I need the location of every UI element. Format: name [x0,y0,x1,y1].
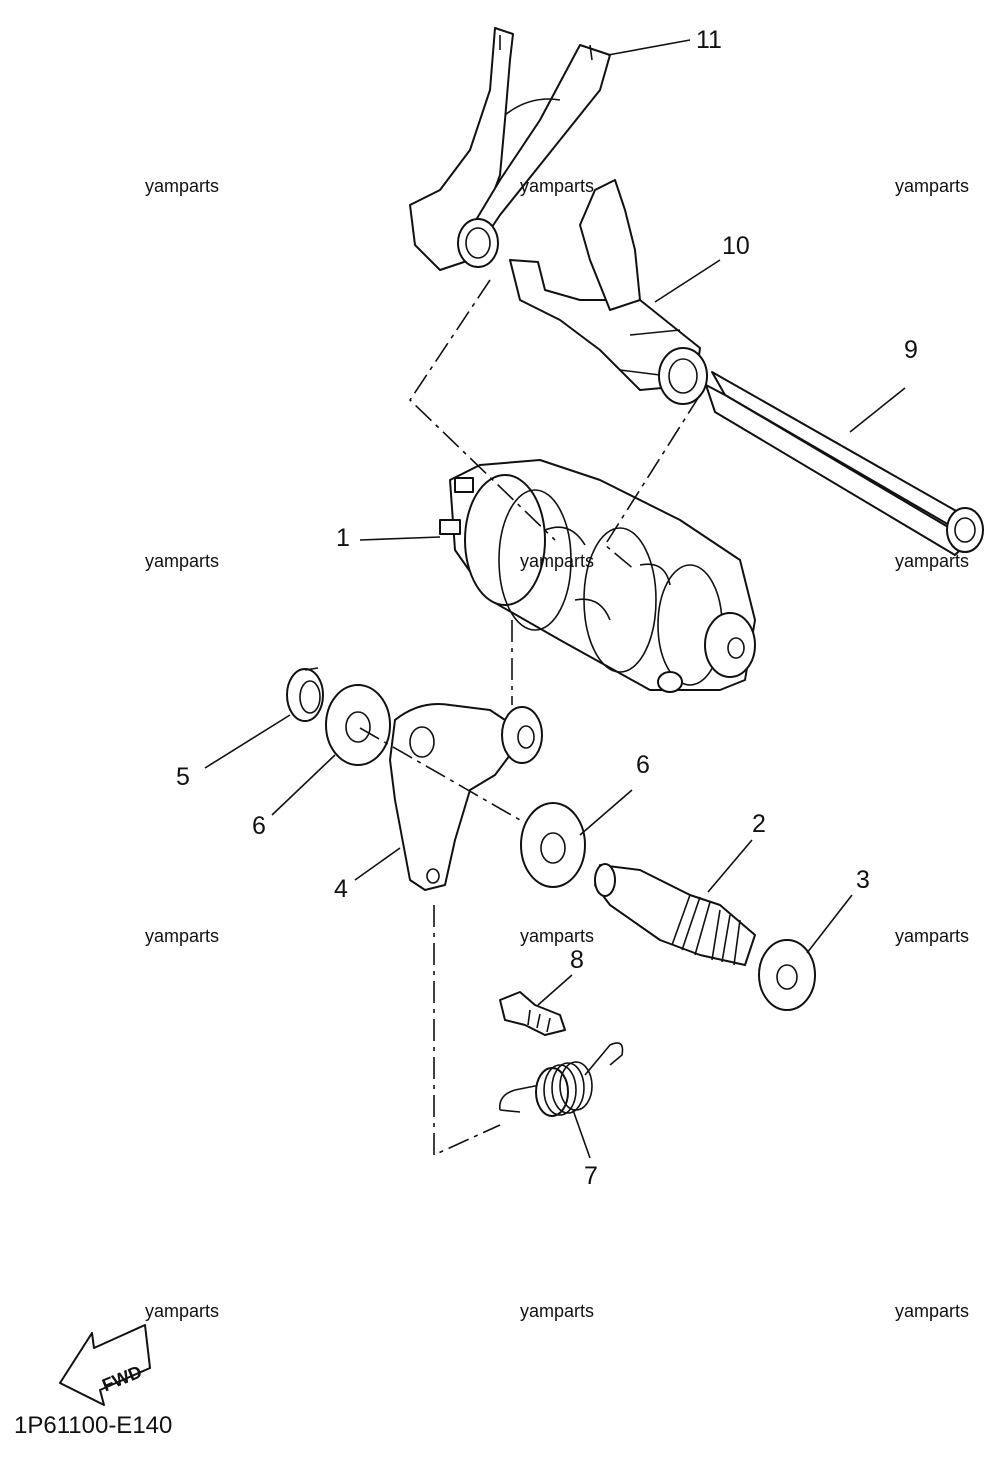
washer-6-right [520,802,586,888]
callout-3: 3 [856,866,870,894]
watermark: yamparts [895,176,970,196]
callout-10: 10 [722,232,750,260]
watermark: yamparts [520,1301,595,1321]
watermark: yamparts [145,551,220,571]
watermark: yamparts [895,926,970,946]
diagram-code: 1P61100-E140 [14,1412,173,1439]
callout-6-right: 6 [636,751,650,779]
stopper-bolt-2 [594,863,756,966]
assembly-lines [359,279,701,1157]
watermark: yamparts [895,1301,970,1321]
callout-1: 1 [336,524,350,552]
callout-6-left: 6 [252,812,266,840]
callout-4: 4 [334,875,348,903]
watermark: yamparts [145,176,220,196]
callout-7: 7 [584,1162,598,1190]
shift-fork-10 [509,179,708,405]
watermark: yamparts [895,551,970,571]
stopper-lever-4 [389,703,543,891]
callout-11: 11 [696,26,722,54]
circlip-5 [286,667,324,722]
callout-8: 8 [570,946,584,974]
callout-5: 5 [176,763,190,791]
watermark: yamparts [145,1301,220,1321]
fork-guide-bar-9 [705,371,984,556]
bolt-8 [499,991,566,1036]
washer-3 [758,939,816,1011]
shift-drum-1 [439,459,756,693]
watermark: yamparts [145,926,220,946]
washer-6-left [325,684,391,766]
callout-2: 2 [752,810,766,838]
watermark: yamparts [520,551,595,571]
callout-9: 9 [904,336,918,364]
watermark: yamparts [520,926,595,946]
watermark: yamparts [520,176,595,196]
shift-fork-11 [409,27,611,271]
fwd-arrow-icon [59,1324,151,1406]
leader-lines [204,39,906,1159]
spring-7 [498,1042,624,1117]
